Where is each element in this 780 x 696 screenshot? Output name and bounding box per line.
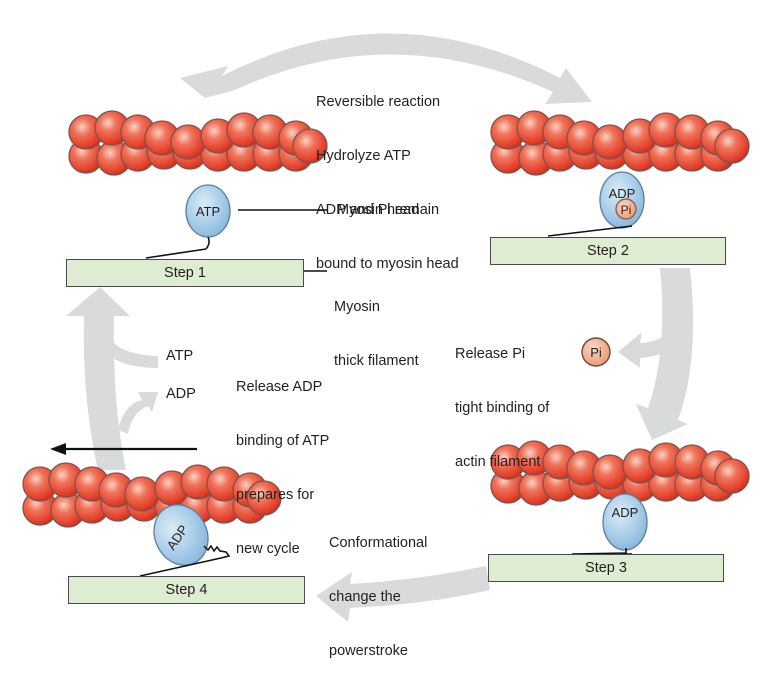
arrow-step1-step2-reversible (180, 33, 592, 104)
annotation-release-adp: Release ADP binding of ATP prepares for … (236, 342, 329, 594)
actin-filament-step-1 (68, 110, 328, 176)
myosin-head-step-3: ADP (602, 493, 648, 551)
head-label-atp: ATP (196, 204, 220, 219)
actin-monomer (714, 128, 750, 164)
myosin-head-step-1: ATP (185, 184, 231, 238)
actin-monomer (246, 480, 282, 516)
released-phosphate (581, 337, 611, 367)
label-myosin-head: Myosin head (337, 202, 420, 218)
annotation-line: powerstroke (329, 643, 408, 659)
arrow-pi-release (618, 330, 684, 368)
filament-sliding-arrow (50, 443, 197, 455)
step-3-thick-filament: Step 3 (488, 554, 724, 582)
myosin-head-step-4 (153, 504, 209, 566)
label-atp-in: ATP (166, 348, 194, 364)
annotation-line: tight binding of (455, 400, 550, 416)
myosin-head-shape (153, 504, 209, 566)
step-3-label: Step 3 (585, 560, 627, 576)
annotation-line: change the (329, 589, 401, 605)
released-pi-label: Pi (590, 345, 602, 360)
actin-monomer (124, 476, 160, 512)
annotation-line: actin filament (455, 454, 541, 470)
annotation-powerstroke: Conformational change the powerstroke (329, 498, 427, 696)
arrow-step4-to-step1 (66, 287, 130, 470)
annotation-line: Reversible reaction (316, 94, 441, 110)
actin-monomer (592, 124, 628, 160)
annotation-line: binding of ATP (236, 433, 330, 449)
annotation-line: prepares for (236, 487, 315, 503)
annotation-line: Conformational (329, 535, 428, 551)
annotation-line: new cycle (236, 541, 300, 557)
annotation-line: Myosin (334, 299, 380, 315)
myosin-head-step-2: ADP Pi (599, 171, 645, 229)
myosin-neck-step-2 (547, 225, 633, 237)
arrow-step2-to-step3 (636, 268, 694, 440)
phosphate-bound (615, 198, 637, 220)
annotation-line: thick filament (334, 353, 419, 369)
label-adp-out: ADP (166, 386, 196, 402)
step-4-label: Step 4 (165, 582, 208, 598)
annotation-release-pi: Release Pi tight binding of actin filame… (455, 309, 549, 507)
annotation-line: ADP and Pi remain (316, 202, 440, 218)
actin-monomer (292, 128, 328, 164)
head-label-pi: Pi (621, 203, 632, 217)
actin-monomer (170, 124, 206, 160)
actin-filament-step-3 (490, 440, 750, 506)
annotation-line: bound to myosin head (316, 256, 459, 272)
actin-filament-step-2 (490, 110, 750, 176)
annotation-line: Release Pi (455, 346, 526, 362)
step-1-label: Step 1 (164, 265, 206, 281)
annotation-reversible-reaction: Reversible reaction Hydrolyze ATP ADP an… (316, 57, 459, 309)
annotation-line: Release ADP (236, 379, 323, 395)
arrow-atp-in (104, 340, 158, 368)
step-1-thick-filament: Step 1 (66, 259, 304, 287)
step-4-thick-filament: Step 4 (68, 576, 305, 604)
head-label-adp: ADP (609, 186, 636, 201)
annotation-line: Hydrolyze ATP (316, 148, 411, 164)
myosin-head-shape (602, 493, 648, 551)
actin-monomer (592, 454, 628, 490)
step-2-thick-filament: Step 2 (490, 237, 726, 265)
actin-monomer (714, 458, 750, 494)
label-thick-filament: Myosin thick filament (334, 262, 419, 406)
arrow-adp-out (118, 392, 158, 434)
head-label-adp: ADP (612, 505, 639, 520)
myosin-neck-step-1 (145, 236, 210, 259)
arrow-step3-to-step4-powerstroke (316, 566, 490, 622)
myosin-neck-step-4 (139, 544, 231, 577)
step-2-label: Step 2 (587, 243, 629, 259)
cycle-arrows (66, 33, 694, 622)
